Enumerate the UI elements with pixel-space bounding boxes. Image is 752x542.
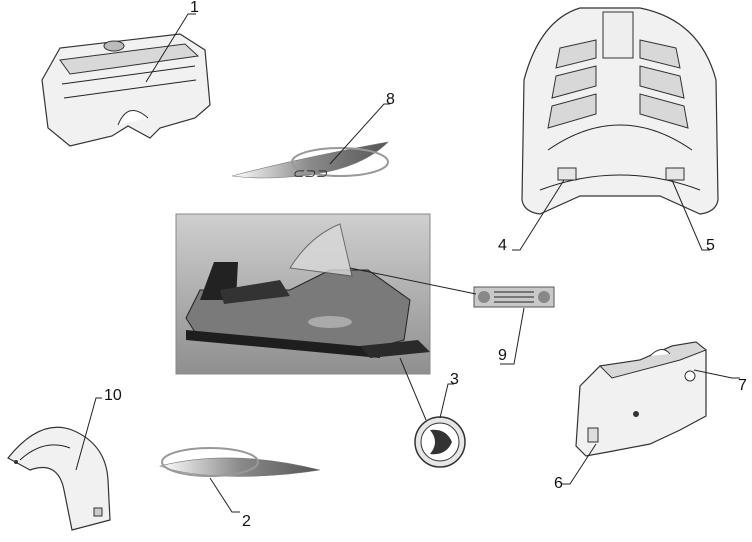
callout-6: 6 (554, 475, 563, 492)
logo-decal-lower (159, 447, 321, 477)
leader-lines (75, 13, 740, 513)
hood-part (521, 7, 719, 215)
engine-cover-part (41, 33, 211, 147)
snowmobile-photo (175, 213, 431, 375)
round-emblem-part (414, 416, 466, 468)
side-panel-part (575, 341, 707, 457)
callout-8: 8 (386, 91, 395, 108)
callout-1: 1 (190, 0, 199, 16)
logo-decal-upper: ⊂⊃⊃ (231, 141, 389, 181)
svg-text:⊂⊃⊃: ⊂⊃⊃ (292, 165, 327, 181)
fender-part (7, 426, 111, 531)
callout-4: 4 (498, 237, 507, 254)
callout-5: 5 (706, 237, 715, 254)
callout-7: 7 (738, 377, 747, 394)
callout-9: 9 (498, 347, 507, 364)
label-plate-part (473, 286, 555, 308)
callout-3: 3 (450, 371, 459, 388)
callout-10: 10 (104, 387, 122, 404)
callout-2: 2 (242, 513, 251, 530)
